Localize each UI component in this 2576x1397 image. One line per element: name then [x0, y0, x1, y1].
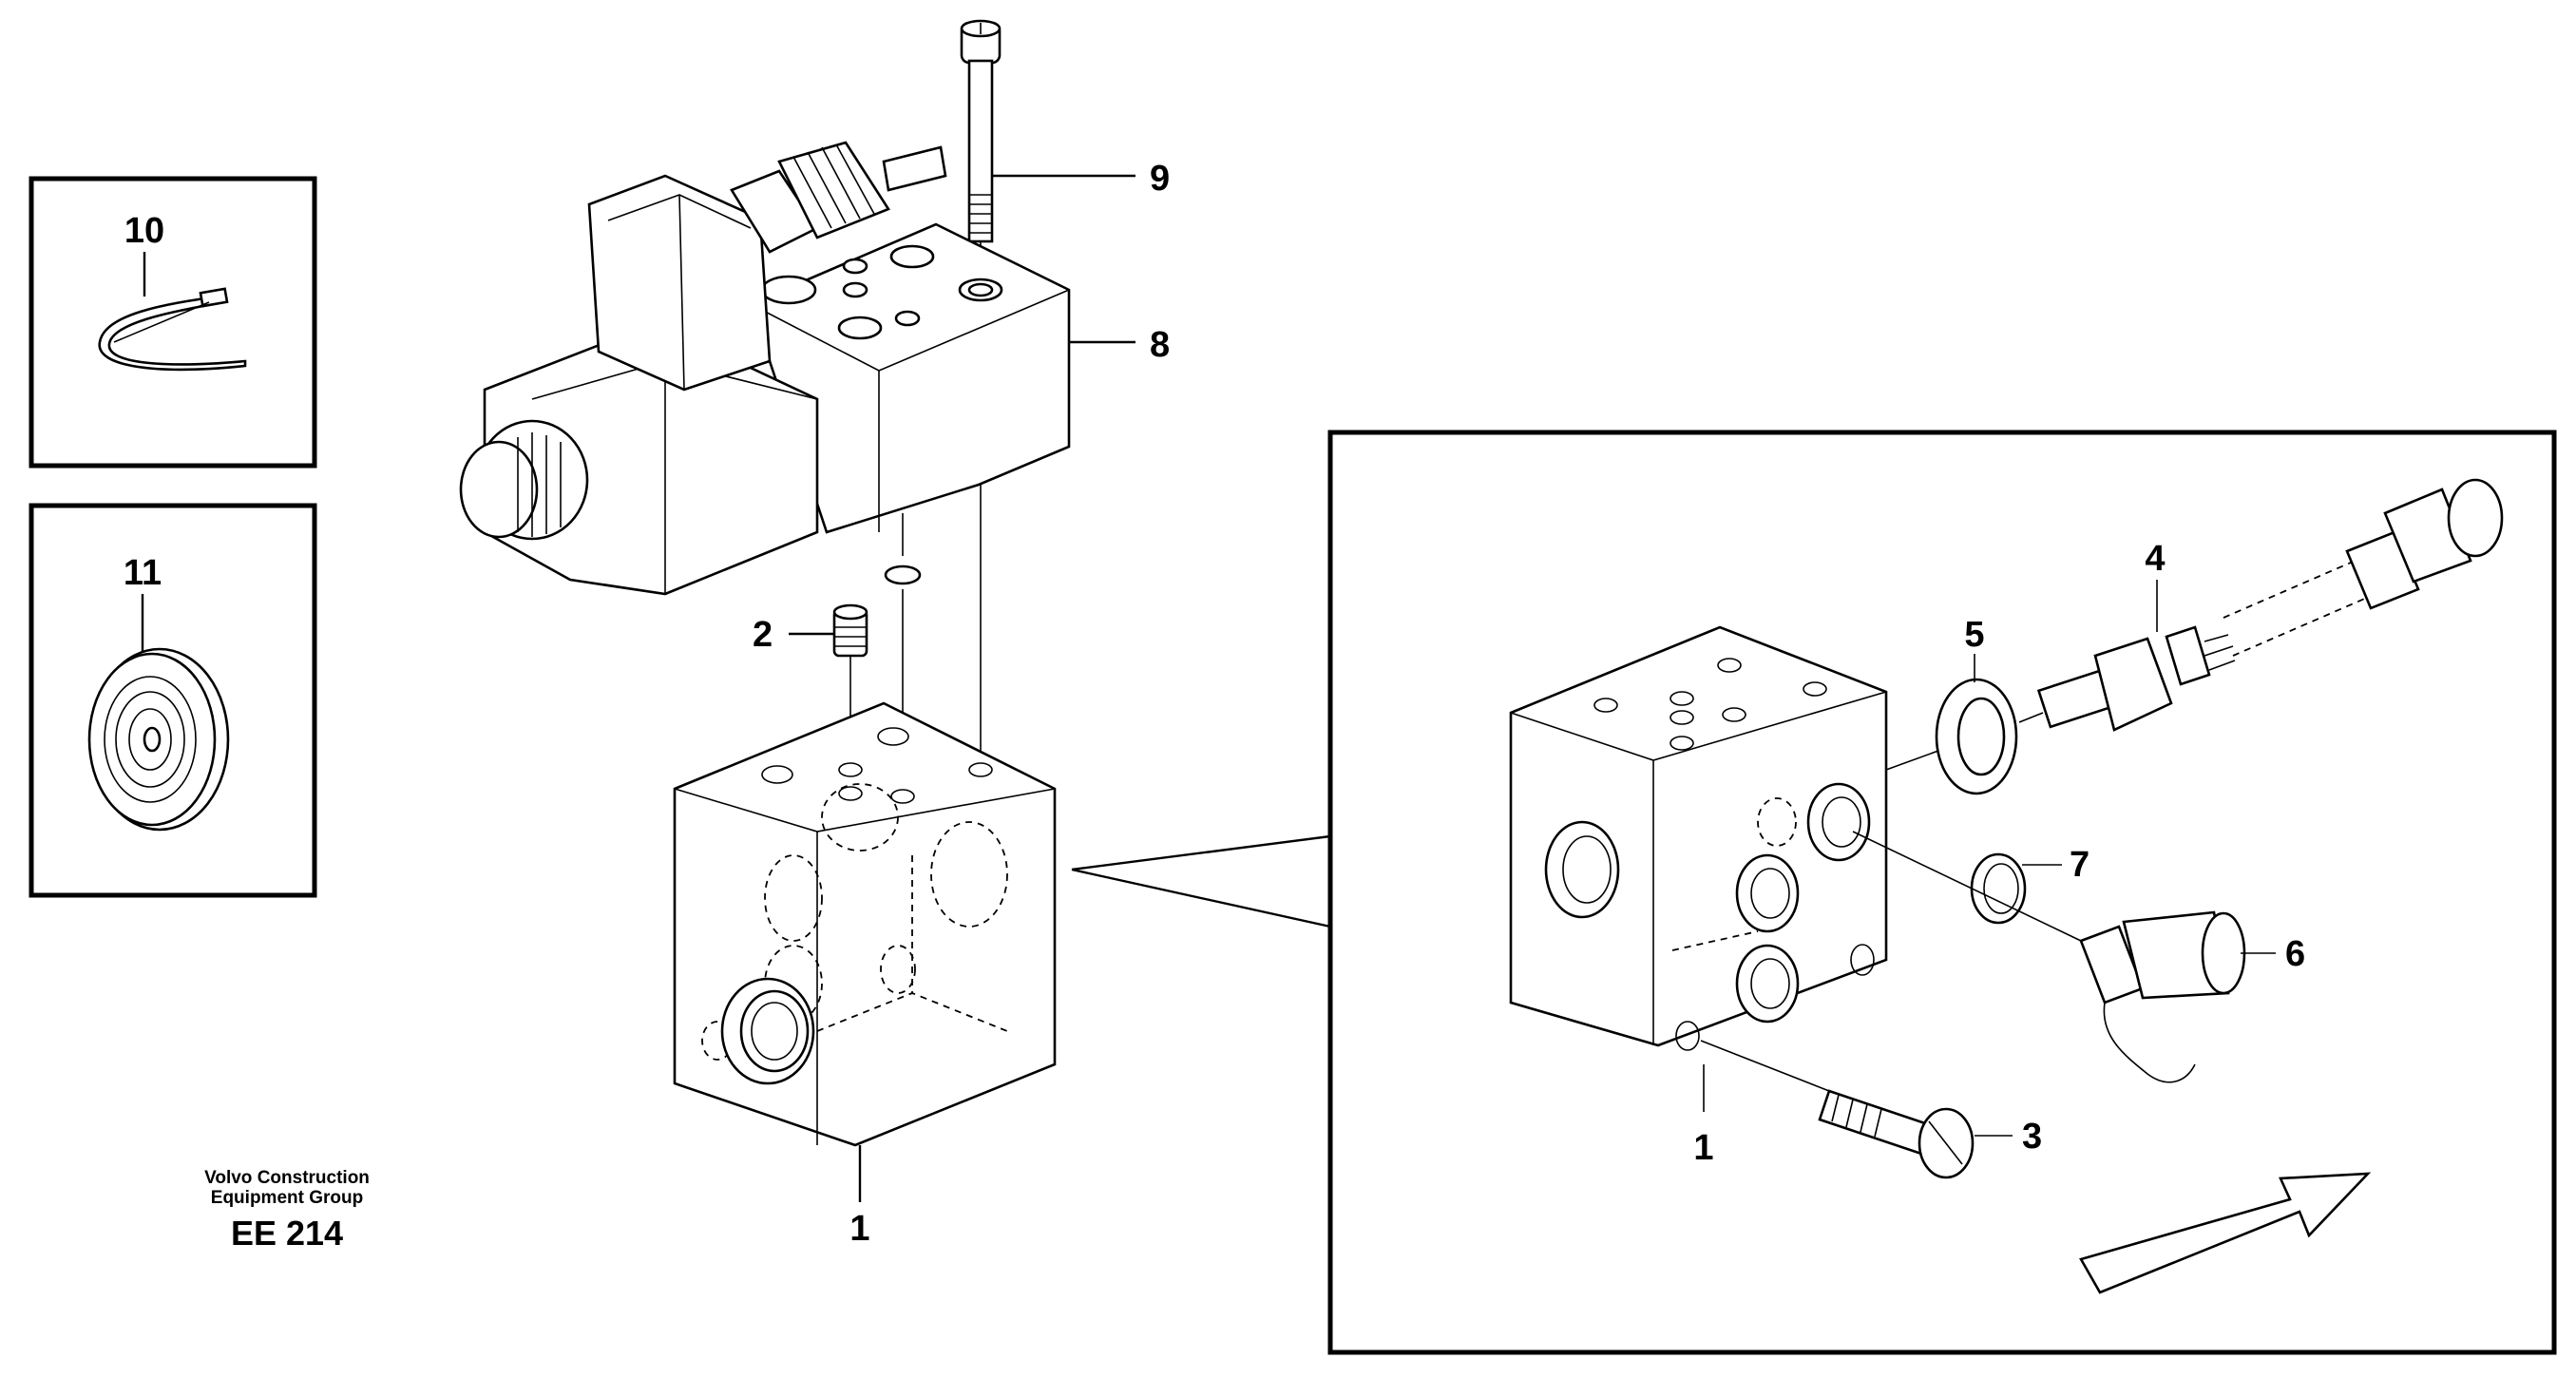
callout-5: 5	[1964, 615, 1984, 655]
callout-1-inset: 1	[1693, 1128, 1713, 1168]
detail-frame-11	[29, 503, 317, 898]
detail-frame-10	[29, 176, 317, 469]
sealing-plug-icon	[87, 647, 230, 832]
callout-1-left: 1	[849, 1209, 869, 1249]
bolt-9-icon	[960, 19, 1002, 285]
axis-line-3	[1700, 1040, 1830, 1092]
inset-detail-view: 5 4 7 6 3 1	[1327, 430, 2557, 1355]
caption: Volvo Construction Equipment Group EE 21…	[204, 1168, 370, 1253]
detail-box-plug: 11	[29, 503, 317, 898]
axis-line-6	[1852, 831, 2082, 942]
caption-company-line1: Volvo Construction	[204, 1168, 370, 1188]
axis-line-5	[1885, 750, 1939, 771]
callout-10: 10	[124, 211, 164, 251]
valve-body-8-icon	[749, 222, 1071, 534]
callout-2: 2	[753, 615, 773, 655]
manifold-block-inset	[1509, 625, 1888, 1051]
solenoid-valve-assembly: 9 8	[459, 19, 1170, 596]
o-ring-icon	[884, 565, 922, 585]
plug-screw-2-icon	[832, 603, 868, 658]
coupling-6-icon	[2079, 910, 2246, 1083]
figure-code: EE 214	[231, 1214, 343, 1253]
zoom-pointer	[1071, 834, 1331, 928]
caption-company-line2: Equipment Group	[211, 1188, 363, 1208]
direction-arrow-icon	[2079, 1172, 2372, 1294]
callout-7: 7	[2070, 845, 2089, 885]
cable-tie-icon	[98, 287, 247, 372]
manifold-block-left	[673, 701, 1057, 1147]
callout-11: 11	[124, 553, 162, 593]
solenoid-coil-icon	[459, 141, 947, 596]
bolt-3-icon	[1818, 1089, 1975, 1179]
test-coupling-4-icon	[2036, 478, 2504, 732]
callout-8: 8	[1150, 325, 1170, 365]
callout-6: 6	[2285, 934, 2305, 974]
callout-3: 3	[2022, 1117, 2042, 1157]
callout-9: 9	[1150, 159, 1170, 199]
inset-frame	[1327, 430, 2557, 1355]
detail-box-cable-tie: 10	[29, 176, 317, 469]
callout-4: 4	[2145, 539, 2165, 579]
